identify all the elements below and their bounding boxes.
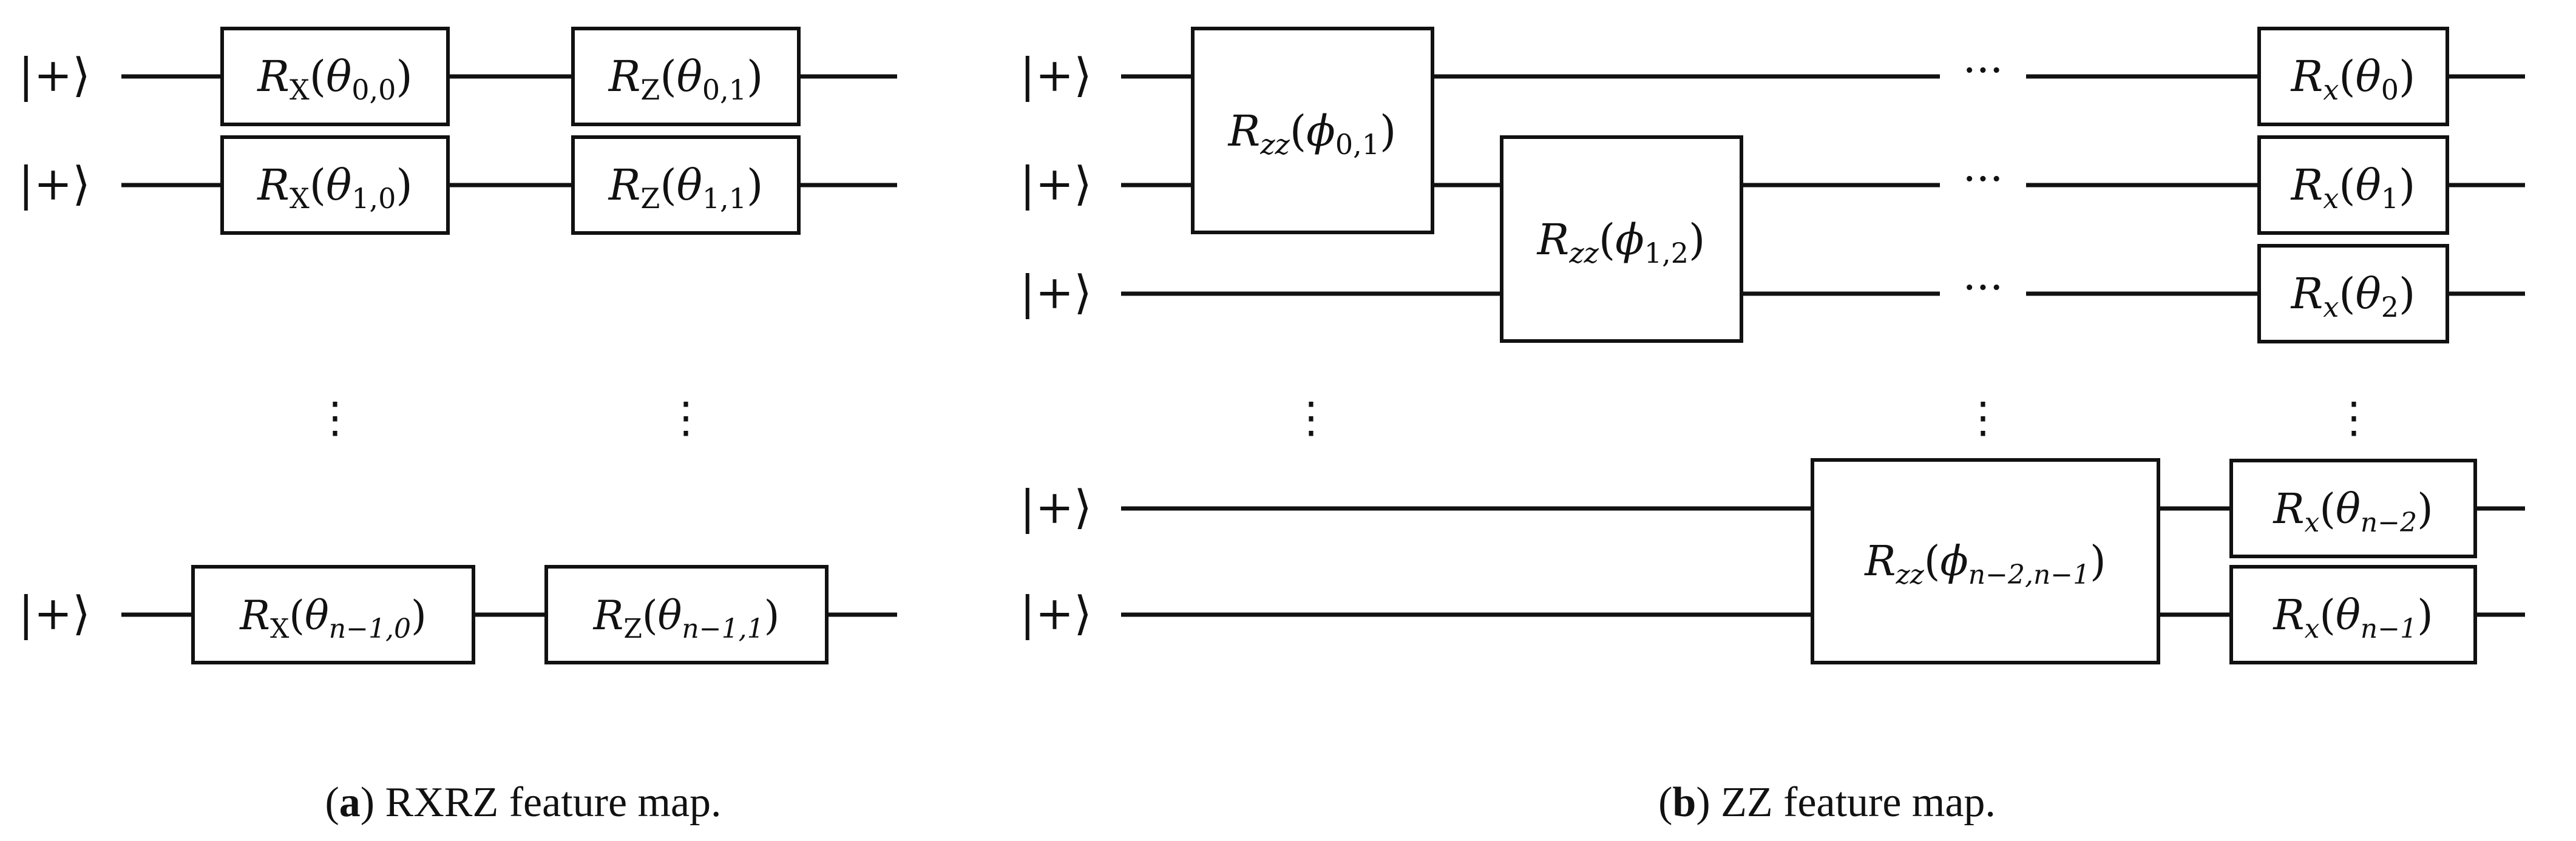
gate-label-rz-0-1: RZ(θ0,1)	[608, 52, 764, 106]
vertical-ellipsis: ⋮	[665, 393, 707, 442]
horizontal-ellipsis: ···	[1963, 263, 2004, 312]
gate-box-rzz-1-2	[1500, 135, 1743, 343]
input-state-ket: |+⟩	[18, 157, 90, 211]
input-state-ket: |+⟩	[1020, 586, 1092, 640]
gate-box-rx-0-0	[220, 27, 450, 126]
gate-label-rx-0: Rx(θ0)	[2290, 52, 2416, 106]
gate-box-rz-0-1	[571, 27, 801, 126]
panel-b-caption: (b) ZZ feature map.	[1658, 779, 1996, 826]
gate-box-rz-n-1-1	[544, 565, 829, 664]
gate-label-rx-n-1-0: RX(θn−1,0)	[239, 592, 426, 644]
gate-label-rx-1-0: RX(θ1,0)	[256, 160, 412, 215]
gate-box-rx-1	[2257, 135, 2449, 235]
gate-box-rx-0	[2257, 27, 2449, 126]
gate-box-rzz-0-1	[1191, 27, 1434, 234]
horizontal-ellipsis: ···	[1963, 46, 2004, 95]
panel-b-zz-circuit: |+⟩ |+⟩ |+⟩ |+⟩ |+⟩ ··· ··· ··· ⋮ ⋮ ⋮ Rz…	[1020, 27, 2525, 826]
gate-label-rx-n-1: Rx(θn−1)	[2272, 592, 2433, 644]
gate-label-rzz-0-1: Rzz(ϕ0,1)	[1227, 106, 1397, 161]
gate-label-rzz-n-2-n-1: Rzz(ϕn−2,n−1)	[1863, 538, 2106, 590]
gate-label-rz-n-1-1: RZ(θn−1,1)	[593, 592, 780, 644]
gate-box-rzz-n-2-n-1	[1811, 458, 2160, 664]
gate-label-rx-2: Rx(θ2)	[2290, 269, 2416, 323]
input-state-ket: |+⟩	[1020, 157, 1092, 211]
gate-box-rx-n-1-0	[191, 565, 475, 664]
gate-box-rx-n-2	[2229, 459, 2477, 558]
panel-a-rxrz-circuit: |+⟩ |+⟩ |+⟩ RX(θ0,0) RZ(θ0,1) RX(θ1,0) R…	[18, 27, 897, 826]
vertical-ellipsis: ⋮	[1290, 393, 1332, 442]
gate-box-rx-2	[2257, 244, 2449, 343]
input-state-ket: |+⟩	[18, 586, 90, 640]
horizontal-ellipsis: ···	[1963, 154, 2004, 204]
input-state-ket: |+⟩	[18, 48, 90, 102]
gate-label-rx-0-0: RX(θ0,0)	[256, 52, 412, 106]
gate-label-rzz-1-2: Rzz(ϕ1,2)	[1536, 215, 1706, 269]
gate-box-rx-n-1	[2229, 565, 2477, 664]
vertical-ellipsis: ⋮	[314, 393, 356, 442]
input-state-ket: |+⟩	[1020, 48, 1092, 102]
input-state-ket: |+⟩	[1020, 480, 1092, 534]
gate-label-rz-1-1: RZ(θ1,1)	[608, 160, 764, 215]
gate-label-rx-1: Rx(θ1)	[2290, 160, 2416, 215]
gate-box-rz-1-1	[571, 135, 801, 235]
vertical-ellipsis: ⋮	[2333, 393, 2375, 442]
gate-box-rx-1-0	[220, 135, 450, 235]
vertical-ellipsis: ⋮	[1962, 393, 2004, 442]
input-state-ket: |+⟩	[1020, 265, 1092, 319]
panel-a-caption: (a) RXRZ feature map.	[325, 779, 721, 826]
gate-label-rx-n-2: Rx(θn−2)	[2272, 485, 2433, 538]
